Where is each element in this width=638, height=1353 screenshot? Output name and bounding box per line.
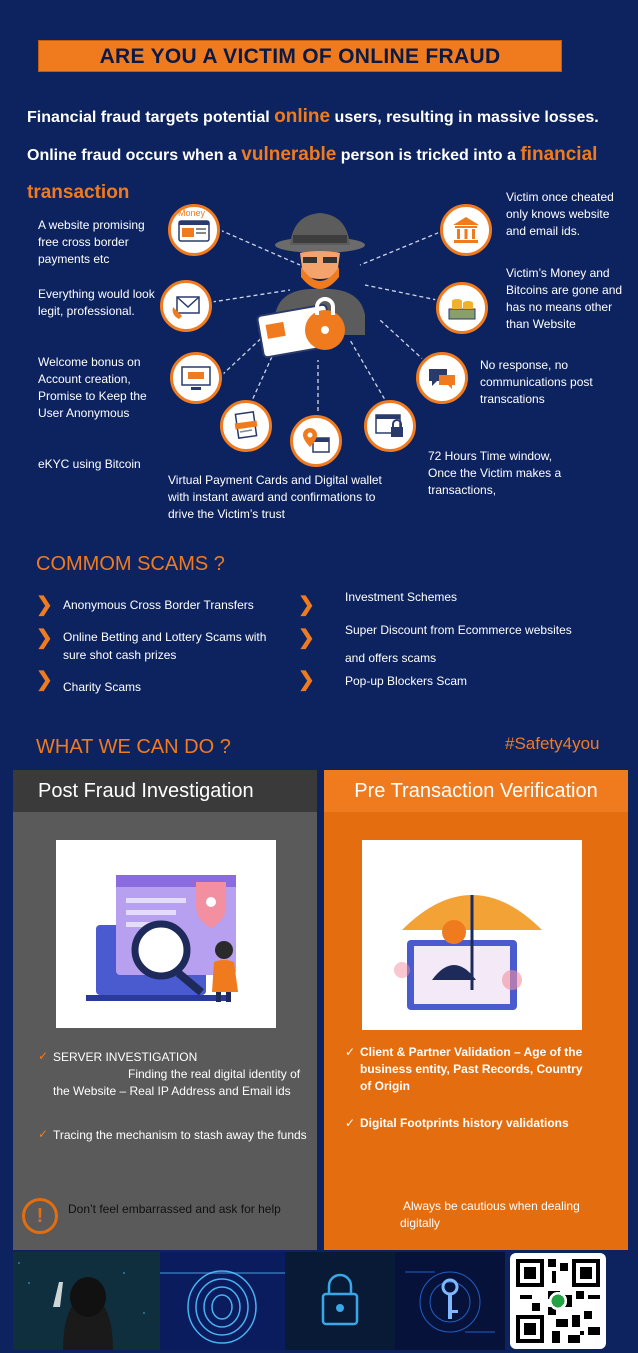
intro-text-1: Financial fraud targets potential [27, 109, 275, 126]
chevron-icon: ❯ [36, 627, 53, 649]
debit-screen-icon [170, 352, 222, 404]
post-item1-head: SERVER INVESTIGATION [53, 1050, 198, 1064]
right-point-2: Victim’s Money and Bitcoins are gone and… [506, 266, 623, 331]
money-label: Money [178, 208, 206, 218]
post-item1-body: Finding the real digital identity of the… [53, 1067, 301, 1098]
chevron-icon: ❯ [298, 594, 315, 616]
pre-transaction-title: Pre Transaction Verification [324, 770, 628, 812]
key-circuit-photo [395, 1252, 505, 1350]
scam-right-1: Investment Schemes [345, 590, 458, 604]
check-icon: ✓ [38, 1049, 49, 1063]
check-icon: ✓ [38, 1127, 49, 1141]
check-icon: ✓ [345, 1045, 356, 1059]
hacker-photo [13, 1252, 160, 1350]
post-fraud-title: Post Fraud Investigation [13, 770, 317, 812]
left-point-3: Welcome bonus on Account creation, Promi… [38, 355, 147, 420]
mail-phone-icon [160, 280, 212, 332]
left-point-2: Everything would look legit, professiona… [38, 287, 155, 318]
pre-note: Always be cautious when dealing digitall… [400, 1199, 580, 1230]
private-document-icon [220, 400, 272, 452]
qr-code[interactable] [510, 1253, 606, 1349]
scam-left-2: Online Betting and Lottery Scams with su… [63, 630, 267, 662]
secure-browser-icon [364, 400, 416, 452]
post-item2: Tracing the mechanism to stash away the … [53, 1128, 307, 1142]
chevron-icon: ❯ [298, 627, 315, 649]
chat-bubble-icon [416, 352, 468, 404]
intro-paragraph: Financial fraud targets potential online… [27, 98, 627, 212]
location-calendar-icon [290, 415, 342, 467]
investigation-illustration [56, 840, 276, 1028]
protection-illustration [362, 840, 582, 1030]
pre-item2: Digital Footprints history validations [360, 1116, 569, 1130]
scam-left-1: Anonymous Cross Border Transfers [63, 598, 254, 612]
website-money-icon [168, 204, 220, 256]
scam-right-3: Pop-up Blockers Scam [345, 674, 468, 688]
hashtag: #Safety4you [505, 734, 600, 753]
chevron-icon: ❯ [36, 594, 53, 616]
bank-icon [440, 204, 492, 256]
chevron-icon: ❯ [36, 669, 53, 691]
intro-text-3: person is tricked into a [336, 147, 521, 164]
right-point-4: 72 Hours Time window, Once the Victim ma… [428, 449, 562, 497]
intro-highlight-transaction: financial transaction [27, 144, 598, 203]
scams-title: COMMOM SCAMS ? [36, 553, 225, 575]
bottom-center-point: Virtual Payment Cards and Digital wallet… [168, 473, 382, 521]
hacker-figure [256, 213, 365, 359]
left-point-4: eKYC using Bitcoin [38, 457, 141, 471]
diagram-connectors [211, 229, 446, 425]
post-note: Don’t feel embarrassed and ask for help [68, 1202, 281, 1216]
warning-icon: ! [22, 1198, 58, 1234]
intro-highlight-vulnerable: vulnerable [241, 144, 337, 165]
page-title: ARE YOU A VICTIM OF ONLINE FRAUD [38, 40, 562, 72]
pre-item1: Client & Partner Validation – Age of the… [360, 1045, 583, 1093]
padlock-photo [285, 1252, 395, 1350]
scam-right-2: Super Discount from Ecommerce websites a… [345, 623, 572, 665]
fingerprint-photo [160, 1252, 285, 1350]
intro-text-2: users, resulting in massive losses. Onli… [27, 109, 599, 164]
check-icon: ✓ [345, 1116, 356, 1130]
money-coins-icon [436, 282, 488, 334]
right-point-3: No response, no communications post tran… [480, 358, 593, 406]
warning-icon: ! [348, 1198, 384, 1234]
left-point-1: A website promising free cross border pa… [38, 218, 145, 266]
right-point-1: Victim once cheated only knows website a… [506, 190, 614, 238]
chevron-icon: ❯ [298, 669, 315, 691]
intro-highlight-online: online [274, 106, 331, 127]
what-we-can-do-title: WHAT WE CAN DO ? [36, 736, 231, 758]
scam-left-3: Charity Scams [63, 680, 142, 694]
